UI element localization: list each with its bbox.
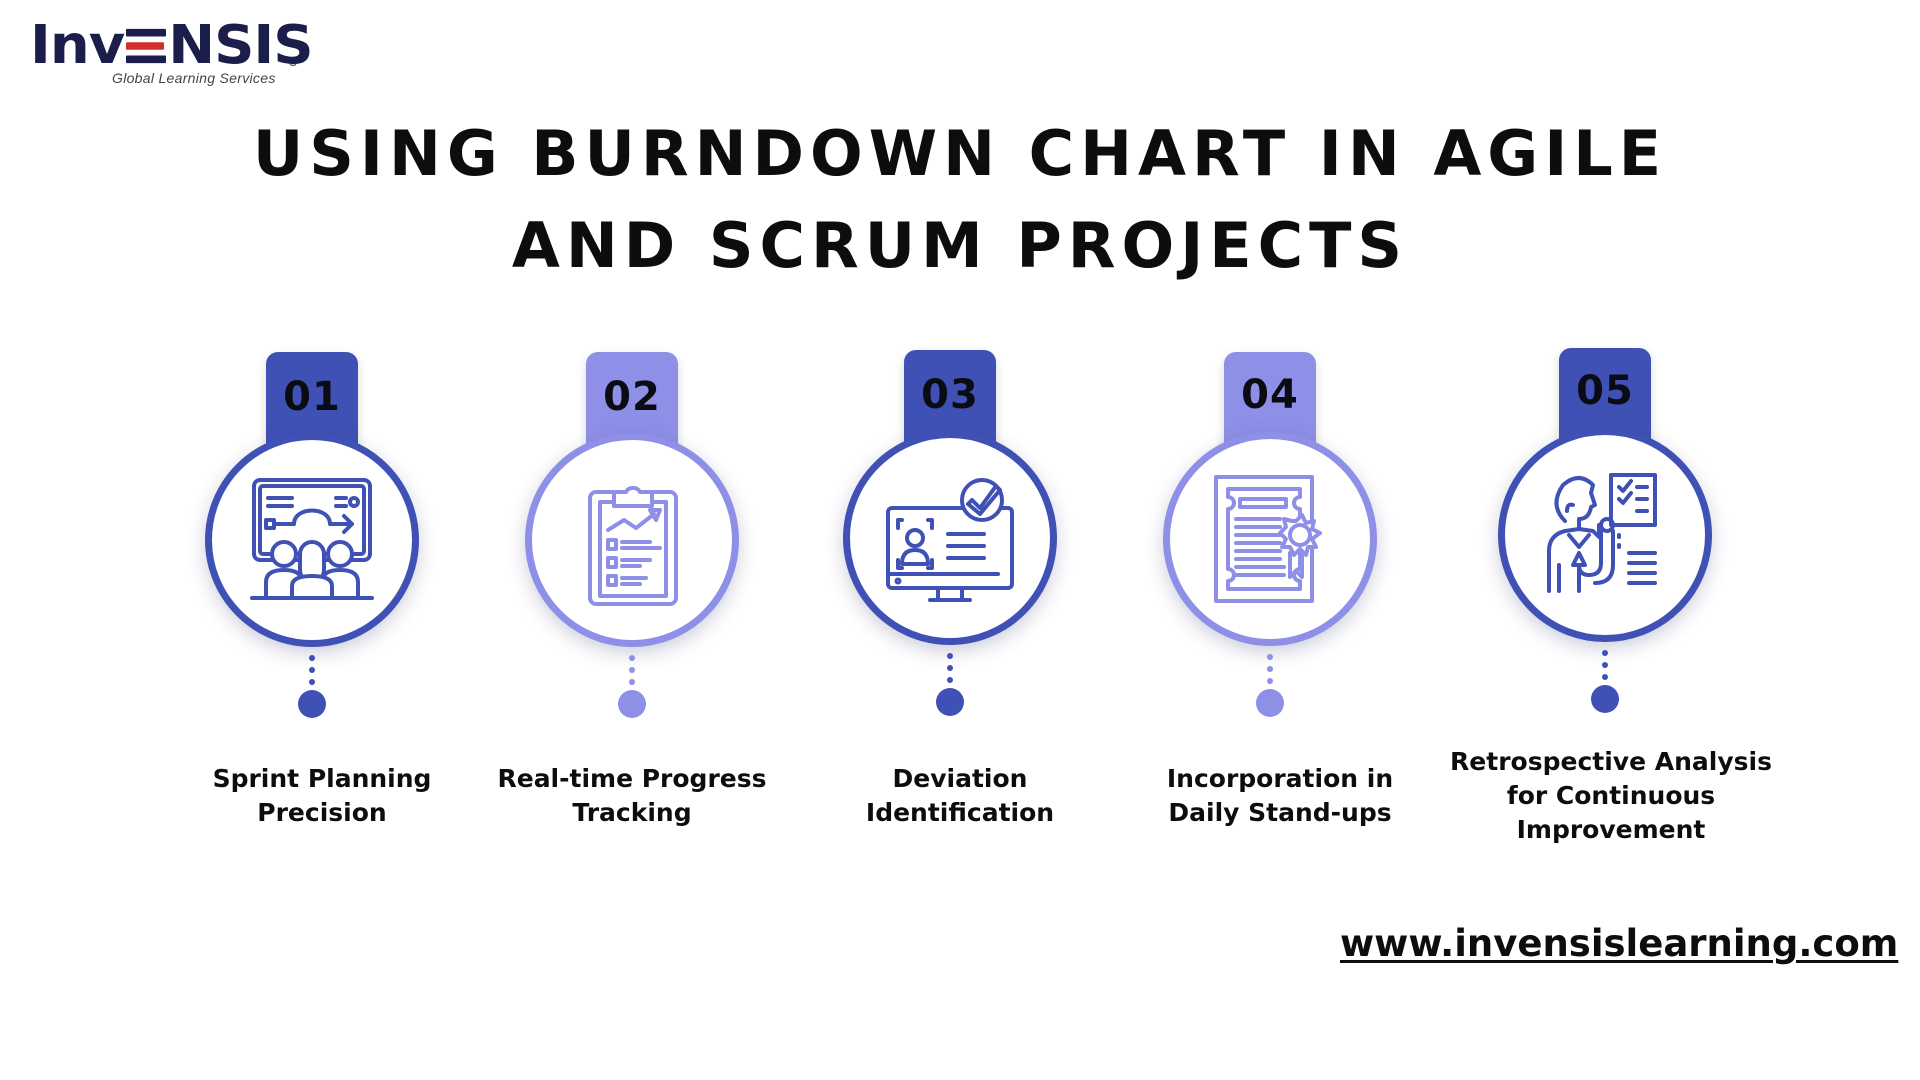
icon-circle bbox=[205, 433, 419, 647]
step-number: 01 bbox=[283, 374, 341, 420]
connector-dot bbox=[309, 667, 315, 673]
connector-dot bbox=[1602, 674, 1608, 680]
connector-dot bbox=[1267, 654, 1273, 660]
step-number: 02 bbox=[603, 374, 661, 420]
step-label: Incorporation in Daily Stand-ups bbox=[1110, 762, 1450, 830]
step-label-line: Precision bbox=[257, 798, 387, 827]
connector-endpoint bbox=[936, 688, 964, 716]
connector-endpoint bbox=[1256, 689, 1284, 717]
connector-dot bbox=[1602, 650, 1608, 656]
title-line-2: AND SCRUM PROJECTS bbox=[511, 209, 1409, 282]
connector-dot bbox=[629, 667, 635, 673]
logo-prefix: Inv bbox=[30, 14, 125, 77]
step-label-line: Improvement bbox=[1516, 815, 1706, 844]
connector-dot bbox=[947, 653, 953, 659]
step-label-line: Identification bbox=[865, 798, 1055, 827]
monitor-profile-check-icon bbox=[886, 478, 1014, 602]
title-line-1: USING BURNDOWN CHART IN AGILE bbox=[252, 117, 1668, 190]
step-label-line: Daily Stand-ups bbox=[1168, 798, 1392, 827]
icon-circle bbox=[843, 431, 1057, 645]
step-label-line: Tracking bbox=[572, 798, 692, 827]
connector-dot bbox=[1267, 666, 1273, 672]
website-link[interactable]: www.invensislearning.com bbox=[1340, 922, 1899, 965]
connector-dot bbox=[1602, 662, 1608, 668]
logo-suffix: NSIS bbox=[168, 14, 313, 77]
step-label-line: Retrospective Analysis bbox=[1450, 747, 1772, 776]
step-label-line: for Continuous bbox=[1506, 781, 1716, 810]
certificate-icon bbox=[1214, 475, 1322, 603]
icon-circle bbox=[1163, 432, 1377, 646]
clipboard-progress-icon bbox=[588, 485, 678, 606]
step-label-line: Deviation bbox=[892, 764, 1028, 793]
connector-endpoint bbox=[618, 690, 646, 718]
step-number: 04 bbox=[1241, 372, 1299, 418]
connector-dot bbox=[309, 679, 315, 685]
step-label-line: Real-time Progress bbox=[497, 764, 767, 793]
step-label-line: Sprint Planning bbox=[212, 764, 432, 793]
connector-dot bbox=[629, 655, 635, 661]
logo-e-mark-icon bbox=[124, 23, 168, 65]
step-label: Retrospective Analysis for Continuous Im… bbox=[1441, 745, 1781, 847]
logo-tagline: Global Learning Services bbox=[112, 70, 276, 86]
step-label: Sprint Planning Precision bbox=[152, 762, 492, 830]
step-label-line: Incorporation in bbox=[1166, 764, 1394, 793]
team-presentation-icon bbox=[250, 478, 374, 600]
registered-mark: ® bbox=[288, 58, 298, 69]
connector-dot bbox=[947, 677, 953, 683]
connector-dot bbox=[309, 655, 315, 661]
connector-endpoint bbox=[1591, 685, 1619, 713]
connector-dot bbox=[947, 665, 953, 671]
step-label: Deviation Identification bbox=[790, 762, 1130, 830]
presenter-checklist-icon bbox=[1547, 473, 1657, 593]
icon-circle bbox=[1498, 428, 1712, 642]
icon-circle bbox=[525, 433, 739, 647]
connector-endpoint bbox=[298, 690, 326, 718]
step-number: 03 bbox=[921, 372, 979, 418]
step-label: Real-time Progress Tracking bbox=[462, 762, 802, 830]
page-title: USING BURNDOWN CHART IN AGILE AND SCRUM … bbox=[0, 108, 1920, 292]
connector-dot bbox=[1267, 678, 1273, 684]
step-number: 05 bbox=[1576, 368, 1634, 414]
connector-dot bbox=[629, 679, 635, 685]
